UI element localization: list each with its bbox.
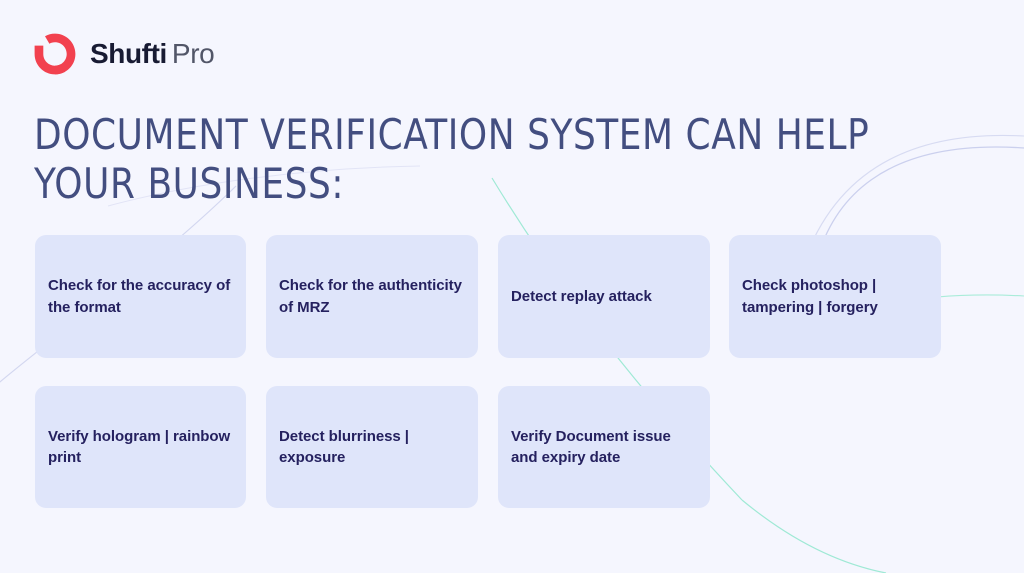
page-title-line-1: DOCUMENT VERIFICATION SYSTEM CAN HELP [34,110,870,159]
brand-name-primary: Shufti [90,38,167,69]
feature-card-label: Detect replay attack [511,287,652,305]
page-title-line-2: YOUR BUSINESS: [34,159,345,208]
feature-card-replay-attack[interactable]: Detect replay attack [498,235,710,358]
feature-card-label: Check for the authenticity of MRZ [279,277,462,316]
feature-card-label: Check for the accuracy of the format [48,277,231,316]
decor-curve-mint-tail [741,499,887,573]
feature-card-label: Verify Document issue and expiry date [511,427,671,466]
brand-logo[interactable]: Shufti Pro [33,32,215,76]
feature-card-label: Detect blurriness | exposure [279,427,409,466]
feature-card-issue-expiry-date[interactable]: Verify Document issue and expiry date [498,386,710,508]
page-title: DOCUMENT VERIFICATION SYSTEM CAN HELP YO… [34,110,889,208]
feature-card-accuracy-of-format[interactable]: Check for the accuracy of the format [35,235,246,358]
brand-name-secondary: Pro [171,38,215,69]
shufti-pro-ring-icon [34,33,76,75]
feature-card-label: Check photoshop | tampering | forgery [742,277,878,316]
feature-card-label: Verify hologram | rainbow print [48,427,231,466]
brand-wordmark: Shufti Pro [90,38,215,69]
feature-card-photoshop-tampering[interactable]: Check photoshop | tampering | forgery [729,235,941,358]
feature-card-hologram-rainbow-print[interactable]: Verify hologram | rainbow print [35,386,246,508]
feature-card-authenticity-of-mrz[interactable]: Check for the authenticity of MRZ [266,235,478,358]
feature-card-blurriness-exposure[interactable]: Detect blurriness | exposure [266,386,478,508]
